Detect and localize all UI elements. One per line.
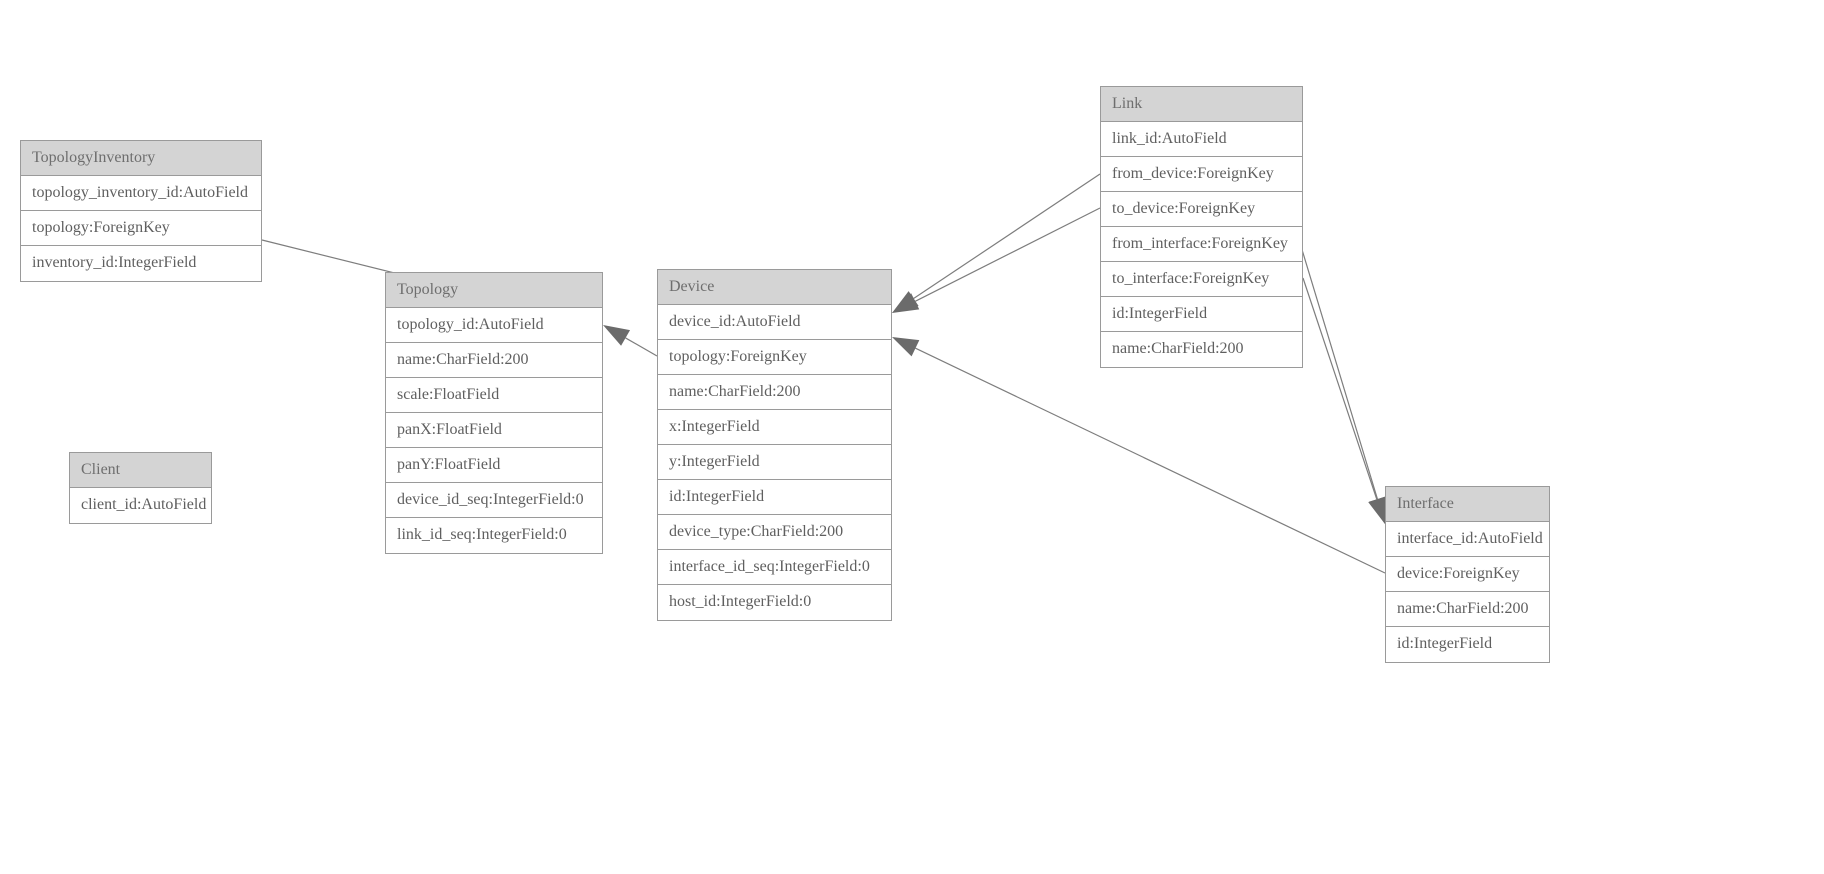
entity-field: to_device:ForeignKey: [1101, 192, 1302, 227]
entity-field: scale:FloatField: [386, 378, 602, 413]
entity-field: topology_id:AutoField: [386, 308, 602, 343]
entity-field: from_device:ForeignKey: [1101, 157, 1302, 192]
edge-line: [913, 173, 1101, 300]
relationship-edge-link-from-interface: [1299, 242, 1387, 524]
entity-field: host_id:IntegerField:0: [658, 585, 891, 620]
edge-arrowhead: [892, 291, 919, 313]
entity-field: topology:ForeignKey: [658, 340, 891, 375]
edge-line: [914, 207, 1101, 302]
entity-field: topology_inventory_id:AutoField: [21, 176, 261, 211]
edge-line: [625, 337, 658, 357]
entity-field: name:CharField:200: [658, 375, 891, 410]
entity-field: name:CharField:200: [1101, 332, 1302, 367]
relationship-edge-link-to-interface: [1302, 277, 1386, 524]
entity-field: device_id_seq:IntegerField:0: [386, 483, 602, 518]
entity-title-device: Device: [658, 270, 891, 305]
entity-field: id:IntegerField: [1101, 297, 1302, 332]
relationship-edge-link-from-device: [892, 173, 1101, 313]
entity-title-interface: Interface: [1386, 487, 1549, 522]
entity-field: link_id_seq:IntegerField:0: [386, 518, 602, 553]
entity-field: panY:FloatField: [386, 448, 602, 483]
relationship-edge-device-topology: [603, 325, 658, 357]
entity-field: client_id:AutoField: [70, 488, 211, 523]
entity-field: inventory_id:IntegerField: [21, 246, 261, 281]
entity-field: name:CharField:200: [386, 343, 602, 378]
entity-field: panX:FloatField: [386, 413, 602, 448]
entity-title-link: Link: [1101, 87, 1302, 122]
edge-arrowhead: [1368, 496, 1387, 524]
entity-field: id:IntegerField: [1386, 627, 1549, 662]
edge-arrowhead: [1368, 496, 1386, 524]
edge-arrowhead: [892, 337, 920, 357]
entity-title-topology: Topology: [386, 273, 602, 308]
entity-title-topologyinventory: TopologyInventory: [21, 141, 261, 176]
entity-field: interface_id_seq:IntegerField:0: [658, 550, 891, 585]
edge-arrowhead: [603, 325, 631, 346]
entity-field: y:IntegerField: [658, 445, 891, 480]
relationship-edge-link-to-device: [892, 207, 1101, 313]
entity-field: interface_id:AutoField: [1386, 522, 1549, 557]
entity-field: topology:ForeignKey: [21, 211, 261, 246]
entity-field: device_type:CharField:200: [658, 515, 891, 550]
edge-arrowhead: [892, 293, 920, 313]
entity-field: from_interface:ForeignKey: [1101, 227, 1302, 262]
entity-field: to_interface:ForeignKey: [1101, 262, 1302, 297]
entity-field: device:ForeignKey: [1386, 557, 1549, 592]
entity-title-client: Client: [70, 453, 211, 488]
entity-field: device_id:AutoField: [658, 305, 891, 340]
entity-field: id:IntegerField: [658, 480, 891, 515]
relationship-edge-interface-device: [892, 337, 1386, 574]
entity-field: name:CharField:200: [1386, 592, 1549, 627]
edge-line: [1302, 277, 1378, 500]
entity-field: x:IntegerField: [658, 410, 891, 445]
entity-field: link_id:AutoField: [1101, 122, 1302, 157]
edge-line: [1299, 242, 1379, 500]
edge-line: [915, 347, 1386, 574]
